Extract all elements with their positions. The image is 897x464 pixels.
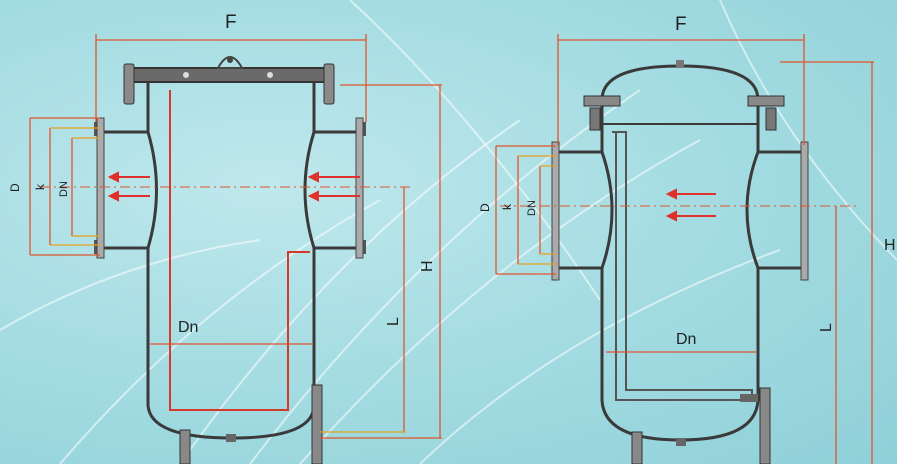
left-flow-arrows <box>107 171 360 202</box>
left-label-F: F <box>225 12 237 33</box>
left-inner-baffle <box>169 90 310 411</box>
left-label-D: D <box>8 183 22 192</box>
right-label-H: H <box>884 237 896 254</box>
right-label-Dn: Dn <box>676 331 696 348</box>
left-label-H: H <box>419 260 436 272</box>
right-label-L: L <box>818 323 835 332</box>
left-label-L: L <box>385 317 402 326</box>
left-label-Dn: Dn <box>178 319 198 336</box>
left-label-DN: DN <box>58 181 70 197</box>
right-label-k: k <box>500 203 514 210</box>
left-label-k: k <box>33 183 47 190</box>
right-dimensions <box>495 34 874 464</box>
left-leg <box>179 429 191 464</box>
right-inner-pipe <box>612 131 753 401</box>
left-dimensions <box>29 34 442 439</box>
right-separator: F D k DN H L Dn <box>478 14 896 464</box>
left-vessel-body <box>146 82 316 440</box>
left-top-cover <box>127 67 334 83</box>
right-label-D: D <box>478 203 492 212</box>
right-label-F: F <box>675 14 687 35</box>
left-lifting-lug <box>216 56 244 69</box>
right-flow-arrows <box>665 188 716 222</box>
right-label-DN: DN <box>526 200 538 216</box>
left-separator: F D k DN H L Dn <box>8 12 442 464</box>
